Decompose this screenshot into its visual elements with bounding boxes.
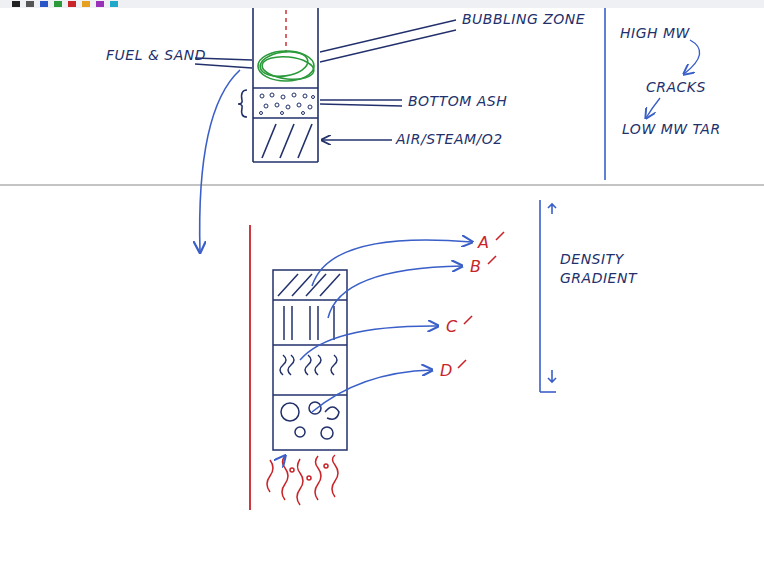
zoned-column [273,270,347,450]
center-line [285,10,286,52]
gasifier-column [238,8,318,162]
gas-inflow [267,455,338,505]
bubbling-scribble [258,49,315,82]
section-divider [0,184,764,185]
annotation-label: DENSITY GRADIENT [560,250,656,288]
check-ticks [458,232,504,368]
zone-letter: B [470,256,481,278]
zone-letter: D [440,360,453,382]
annotation-label: AIR/STEAM/O2 [396,130,503,149]
toolbar-strip [0,0,764,8]
annotation-label: BUBBLING ZONE [462,10,585,29]
zone-letter: C [446,316,458,338]
zoom-arrow [200,70,240,252]
leader-lines [195,20,456,140]
cracks-arrow [684,40,700,74]
annotation-label: BOTTOM ASH [408,92,507,111]
note-divider [604,8,606,180]
gradient-bracket [540,200,556,392]
annotation-label: CRACKS [646,78,706,97]
zone-arrows [300,240,472,412]
zone-letter: A [478,232,489,254]
tar-arrow [646,98,660,118]
red-margin-line [249,225,251,510]
annotation-label: LOW MW TAR [622,120,721,139]
bottom-ash-dots [260,93,315,115]
annotation-label: HIGH MW [620,24,690,43]
annotation-label: FUEL & SAND [106,46,206,65]
